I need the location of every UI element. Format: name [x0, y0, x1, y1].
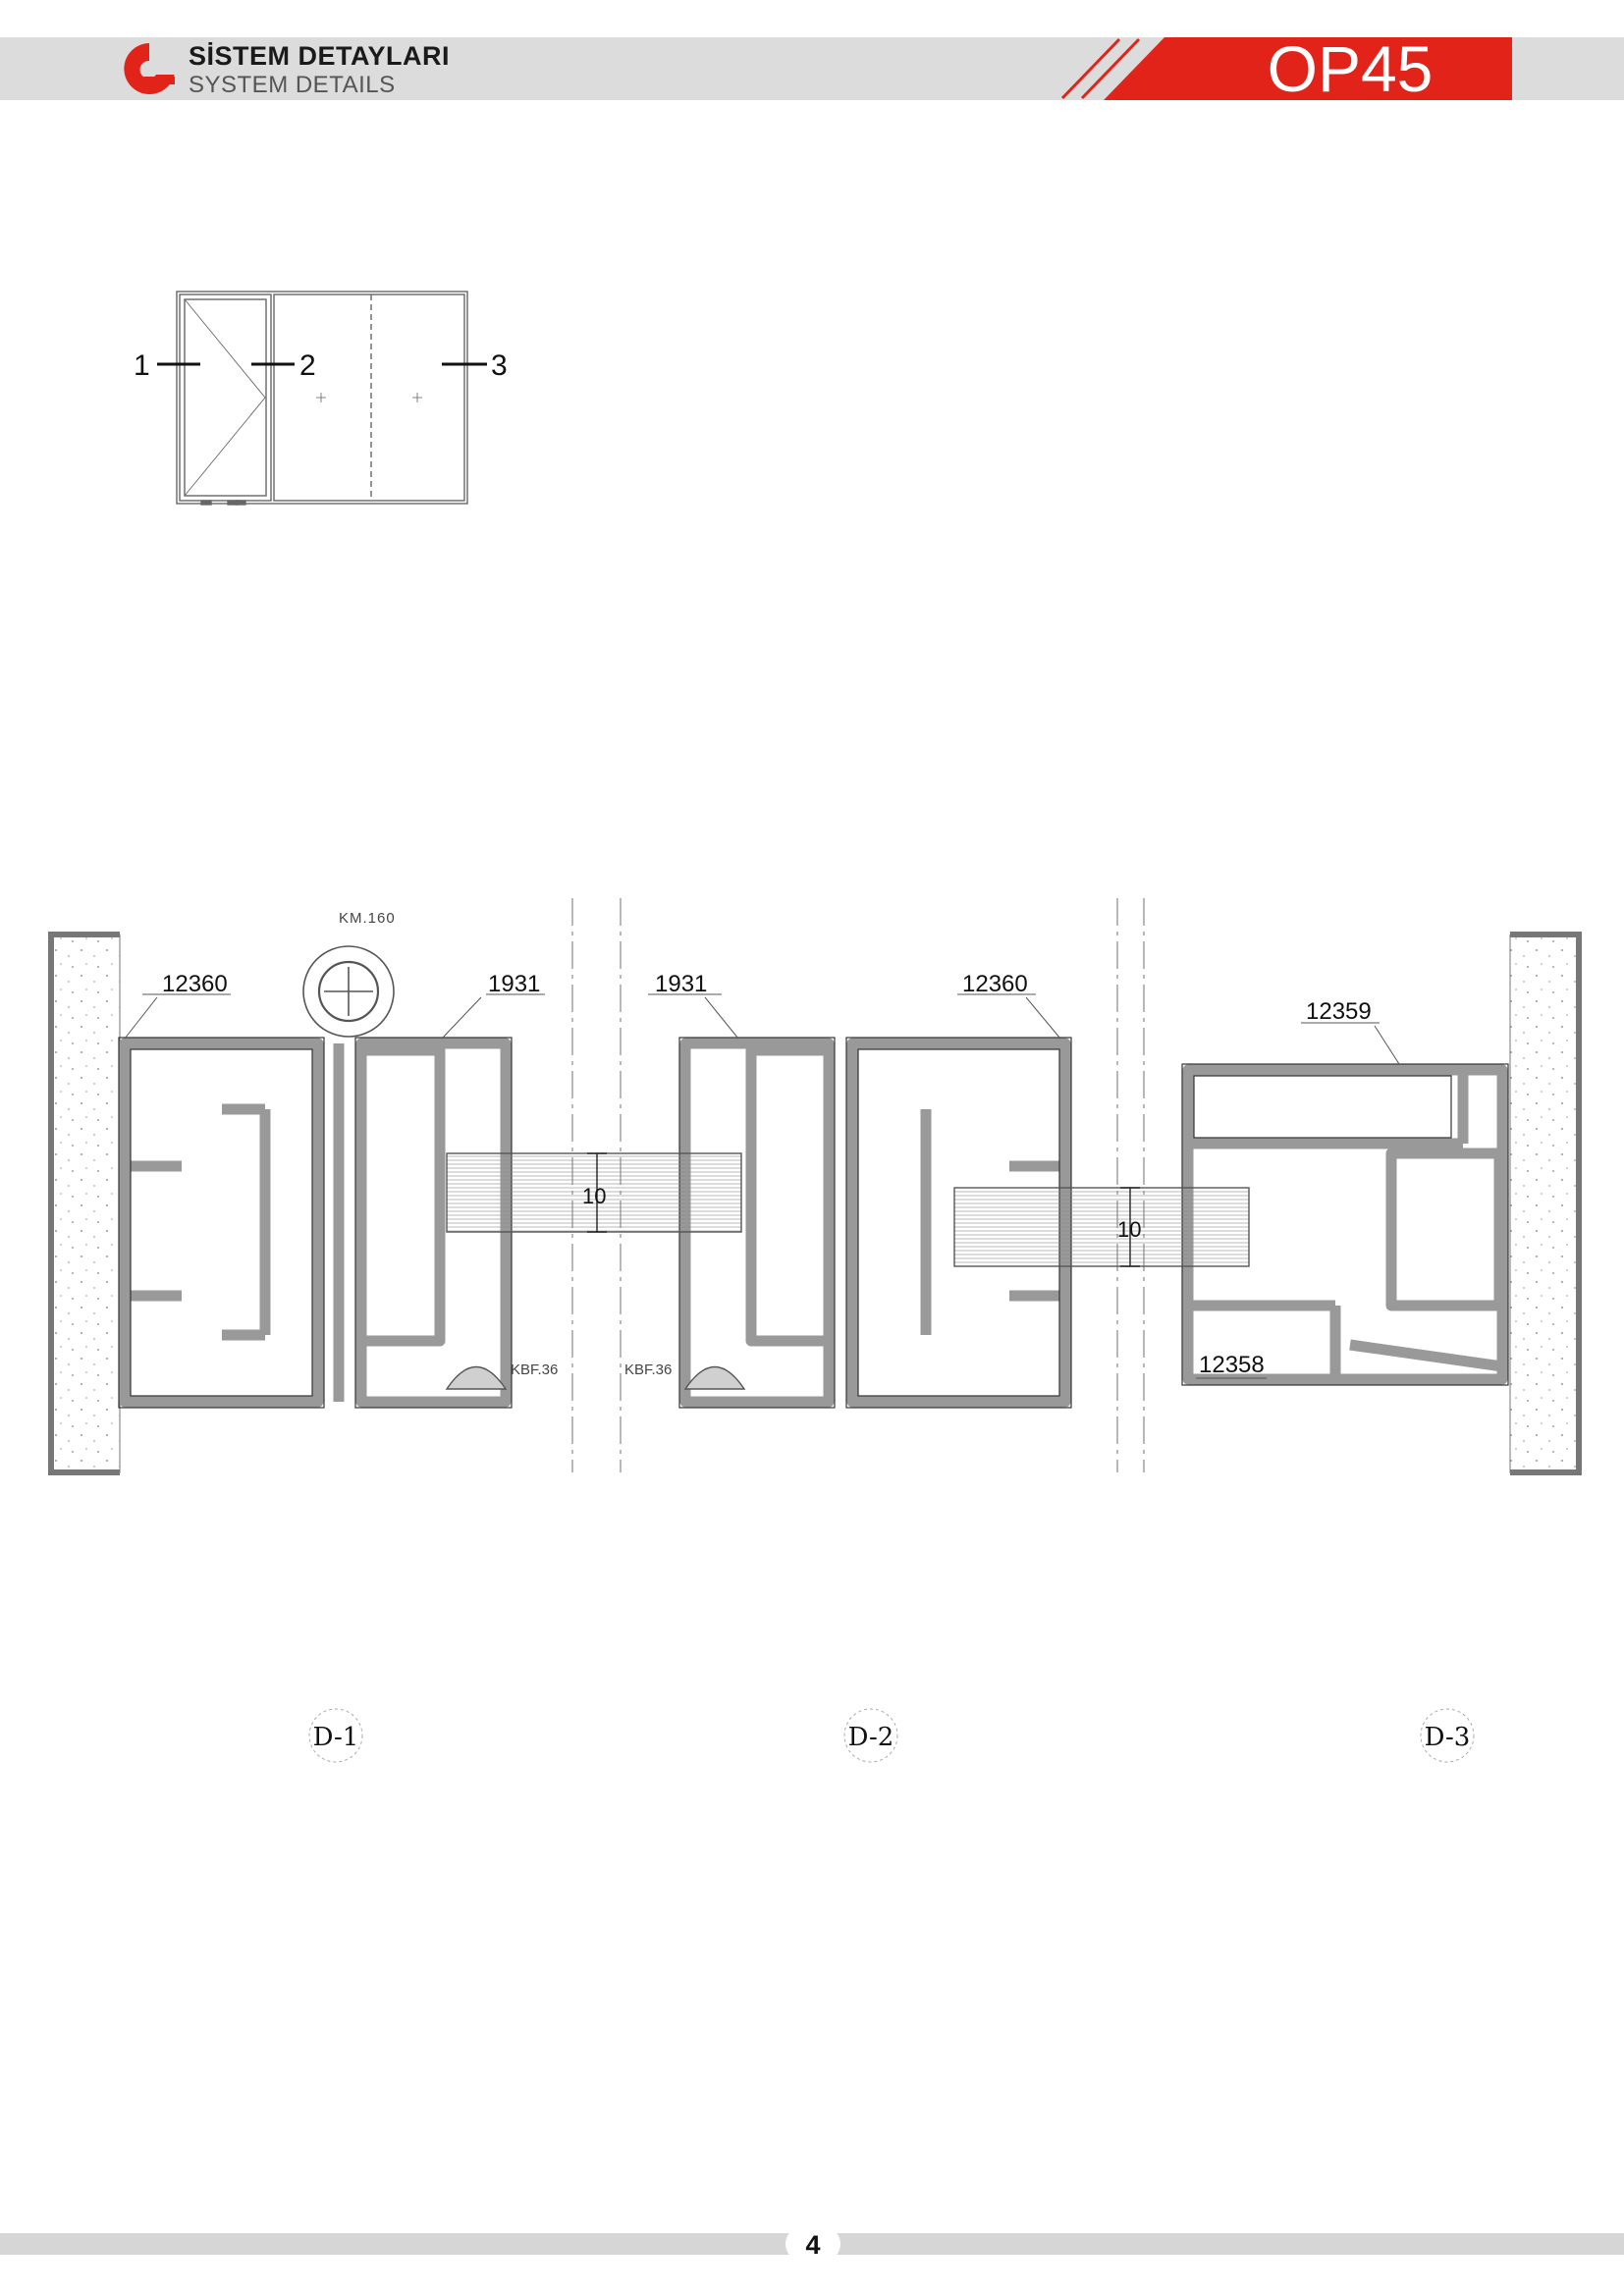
- label-side-profile: 12359: [1306, 998, 1372, 1025]
- wall-right: [1509, 932, 1582, 1475]
- label-frame-left: 12360: [162, 971, 228, 997]
- label-roller: KM.160: [339, 910, 396, 927]
- marker-1: 1: [134, 349, 150, 382]
- leader-lines: [124, 993, 1400, 1379]
- label-sash-left: 1931: [488, 971, 540, 997]
- label-bottom-profile: 12358: [1199, 1352, 1265, 1378]
- label-brush-left: KBF.36: [511, 1362, 558, 1378]
- detail-label-d1: D-1: [313, 1723, 359, 1752]
- page-number-pill: [785, 2226, 840, 2262]
- dimension-markers: [587, 1152, 1140, 1267]
- drawing-labels: 1 2 3 KM.160 12360 1931 1931 12360 12359…: [134, 349, 1470, 1752]
- wall-left: [48, 932, 121, 1475]
- marker-2: 2: [299, 349, 316, 382]
- marker-3: 3: [491, 349, 508, 382]
- detail-label-d2: D-2: [848, 1723, 894, 1752]
- series-label: OP45: [1267, 32, 1434, 105]
- page-number: 4: [805, 2230, 821, 2260]
- axis-lines: [571, 898, 1145, 1472]
- brand-logo-icon: [124, 43, 175, 94]
- label-frame-right: 12360: [962, 971, 1028, 997]
- roller-km160: [302, 945, 395, 1038]
- glass-panes: [446, 1152, 1250, 1267]
- label-brush-right: KBF.36: [624, 1362, 672, 1378]
- header-title-english: SYSTEM DETAILS: [189, 72, 396, 98]
- label-sash-right: 1931: [655, 971, 707, 997]
- brush-seals: [445, 1365, 746, 1390]
- header-title-turkish: SİSTEM DETAYLARI: [189, 41, 451, 71]
- detail-circles: [308, 1708, 1475, 1763]
- series-badge: [1060, 37, 1512, 100]
- detail-label-d3: D-3: [1425, 1723, 1471, 1752]
- dimension-right: 10: [1117, 1217, 1141, 1242]
- dimension-left: 10: [582, 1184, 606, 1208]
- key-plan: [176, 291, 468, 506]
- profile-inner-lines: [118, 1037, 1509, 1409]
- aluminium-profiles: [119, 1038, 1508, 1408]
